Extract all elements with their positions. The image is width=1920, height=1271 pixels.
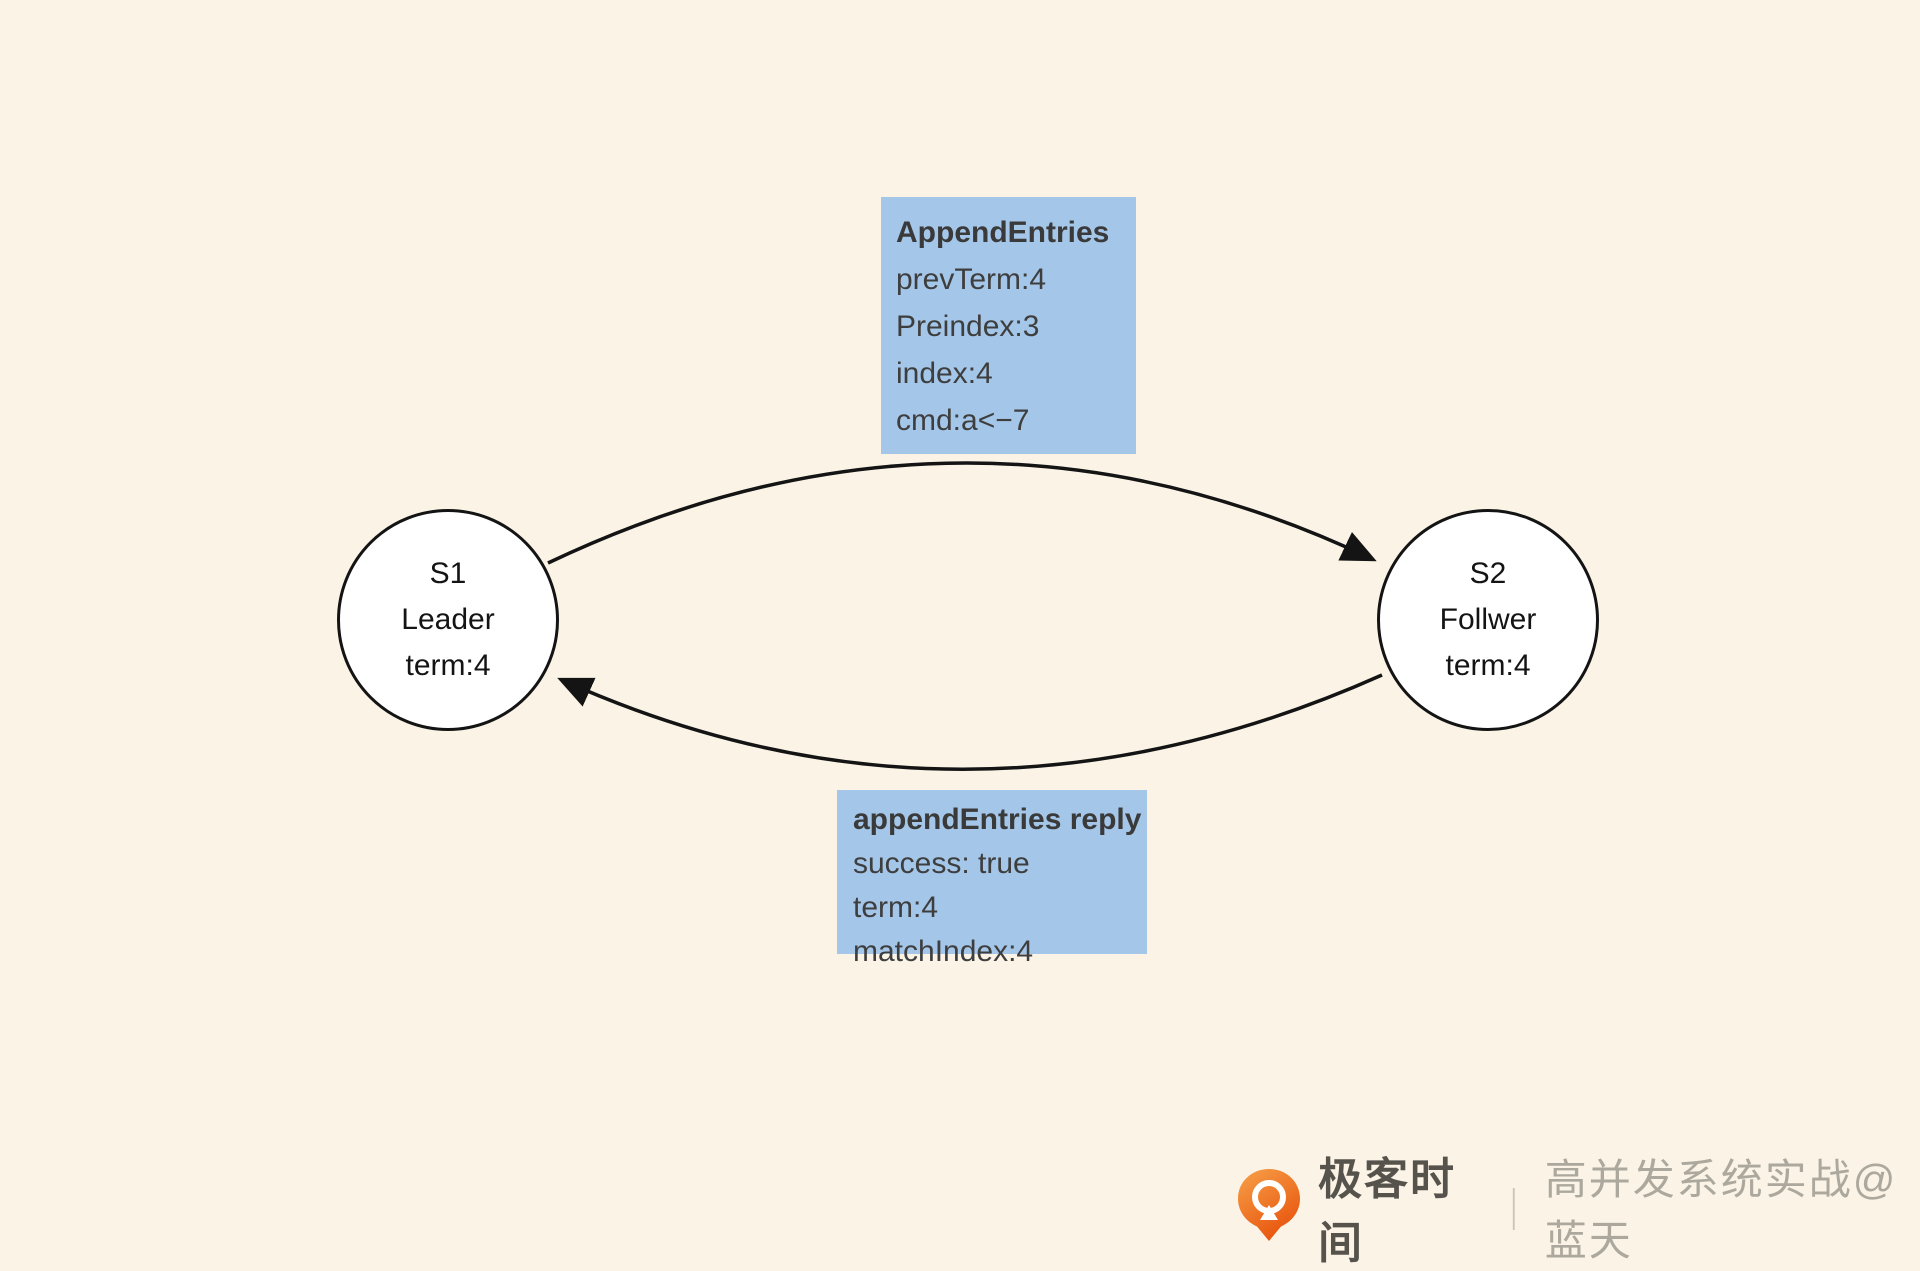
node-s2-id: S2 <box>1469 557 1507 590</box>
watermark: 极客时间 ｜ 高并发系统实战@蓝天 <box>1236 1143 1920 1271</box>
node-s1-role: Leader <box>401 603 495 636</box>
node-s1: S1 Leader term:4 <box>337 509 559 731</box>
reply-line-success: success: true <box>853 847 1030 880</box>
reply-line-term: term:4 <box>853 891 939 924</box>
reply-title: appendEntries reply <box>853 803 1142 836</box>
append-entries-line-cmd: cmd:a<−7 <box>896 404 1030 437</box>
append-entries-reply-box: appendEntries reply success: true term:4… <box>837 790 1147 968</box>
append-entries-request-box: AppendEntries prevTerm:4 Preindex:3 inde… <box>881 197 1136 454</box>
node-s1-id: S1 <box>429 557 467 590</box>
geektime-logo-icon <box>1236 1167 1302 1248</box>
node-s1-term: term:4 <box>405 649 491 682</box>
append-entries-line-preindex: Preindex:3 <box>896 310 1040 343</box>
append-entries-title: AppendEntries <box>896 216 1110 249</box>
append-entries-arrow <box>547 461 1377 565</box>
watermark-brand-text: 极客时间 <box>1318 1155 1456 1268</box>
append-entries-line-prevterm: prevTerm:4 <box>896 263 1047 296</box>
node-s2: S2 Follwer term:4 <box>1377 509 1599 731</box>
diagram-canvas <box>547 461 1383 771</box>
node-s2-term: term:4 <box>1445 649 1531 682</box>
node-s2-role: Follwer <box>1439 603 1537 636</box>
append-entries-line-index: index:4 <box>896 357 993 390</box>
reply-line-matchindex: matchIndex:4 <box>853 935 1034 968</box>
reply-arrow <box>557 673 1383 771</box>
watermark-credit-text: 高并发系统实战@蓝天 <box>1544 1156 1898 1264</box>
watermark-separator: ｜ <box>1492 1186 1535 1234</box>
